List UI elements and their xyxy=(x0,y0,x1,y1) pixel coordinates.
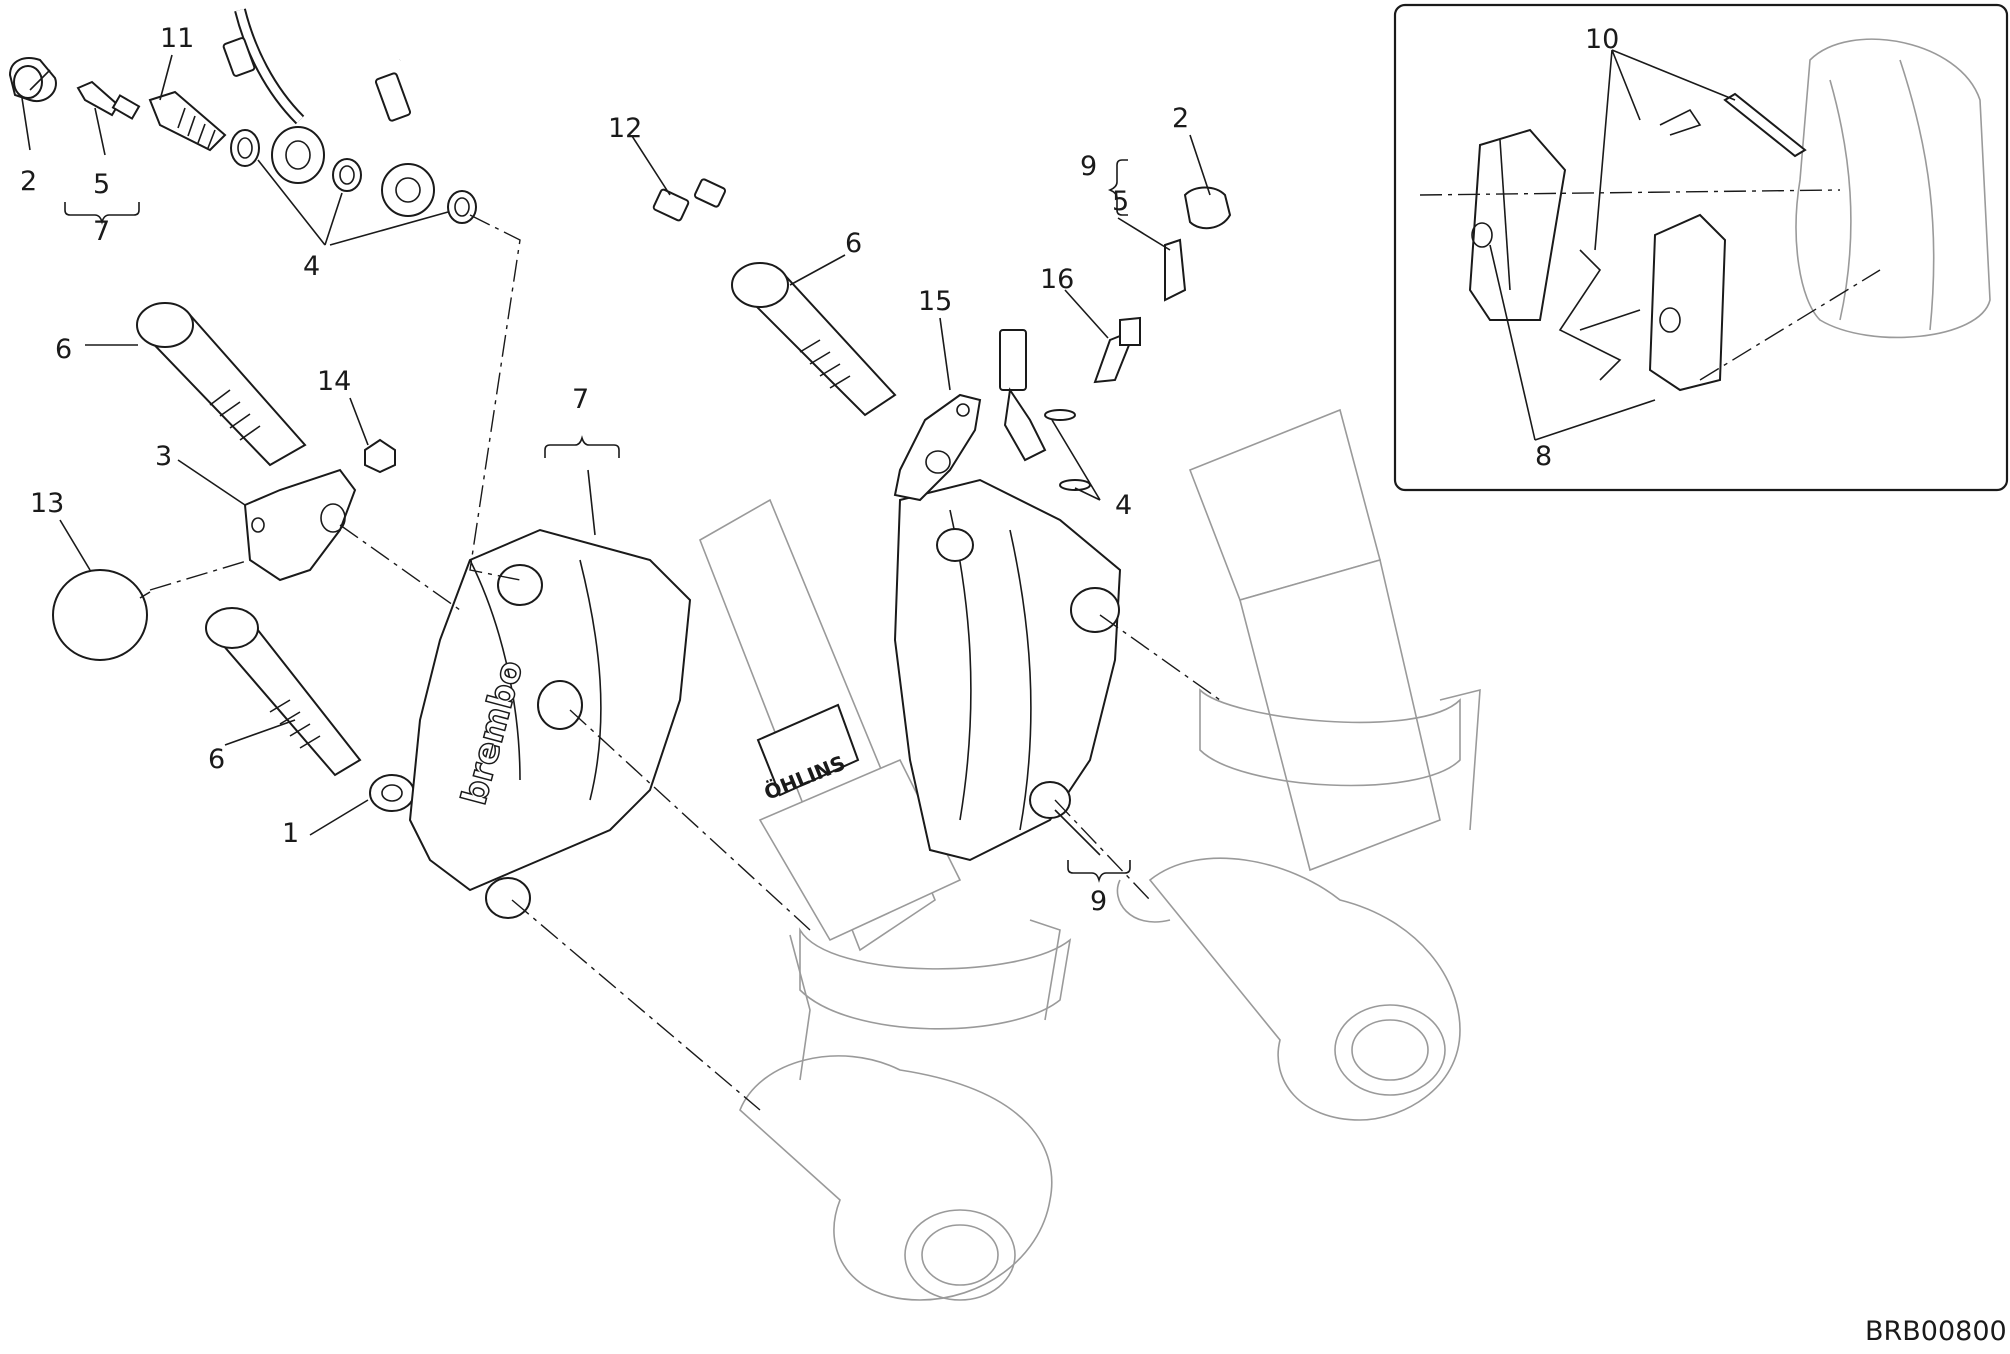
washers-4b xyxy=(1044,409,1091,491)
callout-7-top-left: 7 xyxy=(93,216,110,247)
assembly-guide-lines xyxy=(149,214,1221,1111)
callout-5-top-left: 5 xyxy=(93,169,110,200)
callout-9-caliper: 9 xyxy=(1090,886,1107,917)
banjo-fittings xyxy=(271,126,435,217)
callout-16: 16 xyxy=(1040,264,1074,295)
callout-5-right: 5 xyxy=(1112,186,1129,217)
bleed-cap-2b xyxy=(1183,186,1232,230)
callout-15: 15 xyxy=(918,286,952,317)
banjo-bolt-16 xyxy=(1093,316,1141,384)
callout-8: 8 xyxy=(1535,441,1552,472)
upper-hose-segment xyxy=(222,8,305,125)
right-fork-leg xyxy=(1116,408,1481,1121)
washers-4a xyxy=(230,129,477,224)
brake-hose xyxy=(372,56,1047,462)
caliper-bolt-6a xyxy=(136,302,307,467)
callout-6-right: 6 xyxy=(845,228,862,259)
bracket-3 xyxy=(243,468,357,582)
callout-12: 12 xyxy=(608,113,642,144)
callout-6-left-lower: 6 xyxy=(208,744,225,775)
bleed-screw-5b xyxy=(1164,238,1187,302)
caliper-bolt-6c xyxy=(731,262,897,417)
callout-3: 3 xyxy=(155,441,172,472)
right-caliper xyxy=(893,478,1122,862)
bleed-screw-5a xyxy=(76,80,141,120)
washer-1 xyxy=(369,774,415,812)
callout-4-right: 4 xyxy=(1115,490,1132,521)
bleed-cap-2a xyxy=(8,57,57,103)
callout-1: 1 xyxy=(282,818,299,849)
callout-2-right: 2 xyxy=(1172,103,1189,134)
callout-labels: 2 5 7 11 4 12 6 14 3 13 6 1 7 6 15 16 9 … xyxy=(20,23,1619,917)
drawing-code: BRB00800 xyxy=(1865,1316,2007,1347)
braces xyxy=(64,159,1131,883)
callout-6-left-upper: 6 xyxy=(55,334,72,365)
left-caliper: brembo xyxy=(408,528,692,919)
bracket-15 xyxy=(893,393,982,502)
cap-13 xyxy=(52,569,151,661)
callout-14: 14 xyxy=(317,366,351,397)
caliper-bolt-6b xyxy=(205,607,362,777)
brake-pad-inset xyxy=(1393,3,2009,492)
callout-13: 13 xyxy=(30,488,64,519)
banjo-bolt-11 xyxy=(148,90,227,152)
callout-10: 10 xyxy=(1585,24,1619,55)
callout-2-top-left: 2 xyxy=(20,166,37,197)
nut-14 xyxy=(364,438,396,474)
callout-11: 11 xyxy=(160,23,194,54)
leader-lines xyxy=(21,49,1736,856)
callout-7-caliper: 7 xyxy=(572,384,589,415)
callout-9-bracket: 9 xyxy=(1080,151,1097,182)
callout-4-top-left: 4 xyxy=(303,251,320,282)
